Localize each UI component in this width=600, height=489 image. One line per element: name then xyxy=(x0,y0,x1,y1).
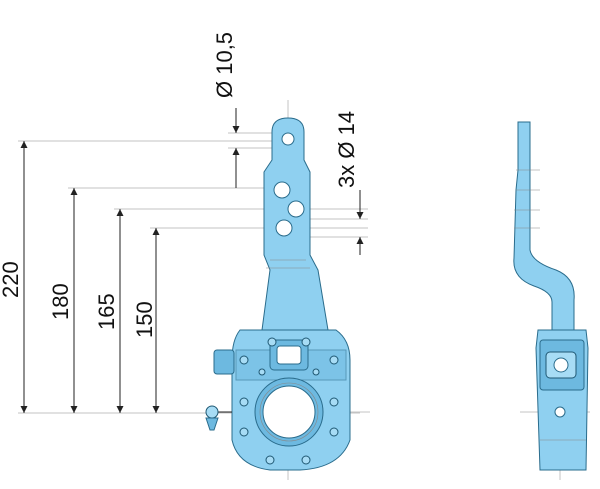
hole-14-a xyxy=(273,181,291,199)
hole-14-b xyxy=(287,200,305,218)
side-arm xyxy=(513,121,575,331)
body-bolts xyxy=(239,337,339,465)
dimension-labels: 220 180 165 150 Ø 10,5 3x Ø 14 xyxy=(0,32,359,338)
front-view-slack-adjuster xyxy=(205,100,370,480)
label-180: 180 xyxy=(48,283,73,320)
label-150: 150 xyxy=(132,301,157,338)
label-165: 165 xyxy=(94,293,119,330)
side-view-slack-adjuster xyxy=(513,121,590,480)
dimension-lines xyxy=(20,108,364,413)
grease-nipple xyxy=(205,405,232,431)
label-holes-large: 3x Ø 14 xyxy=(334,111,359,188)
adjuster-arm xyxy=(261,117,329,331)
extension-lines xyxy=(18,132,368,414)
hole-10-5 xyxy=(281,132,295,146)
label-220: 220 xyxy=(0,261,23,298)
spline-bore xyxy=(262,385,316,439)
adjusting-nut xyxy=(213,349,235,375)
label-hole-small: Ø 10,5 xyxy=(212,32,237,98)
hole-14-c xyxy=(275,219,293,237)
